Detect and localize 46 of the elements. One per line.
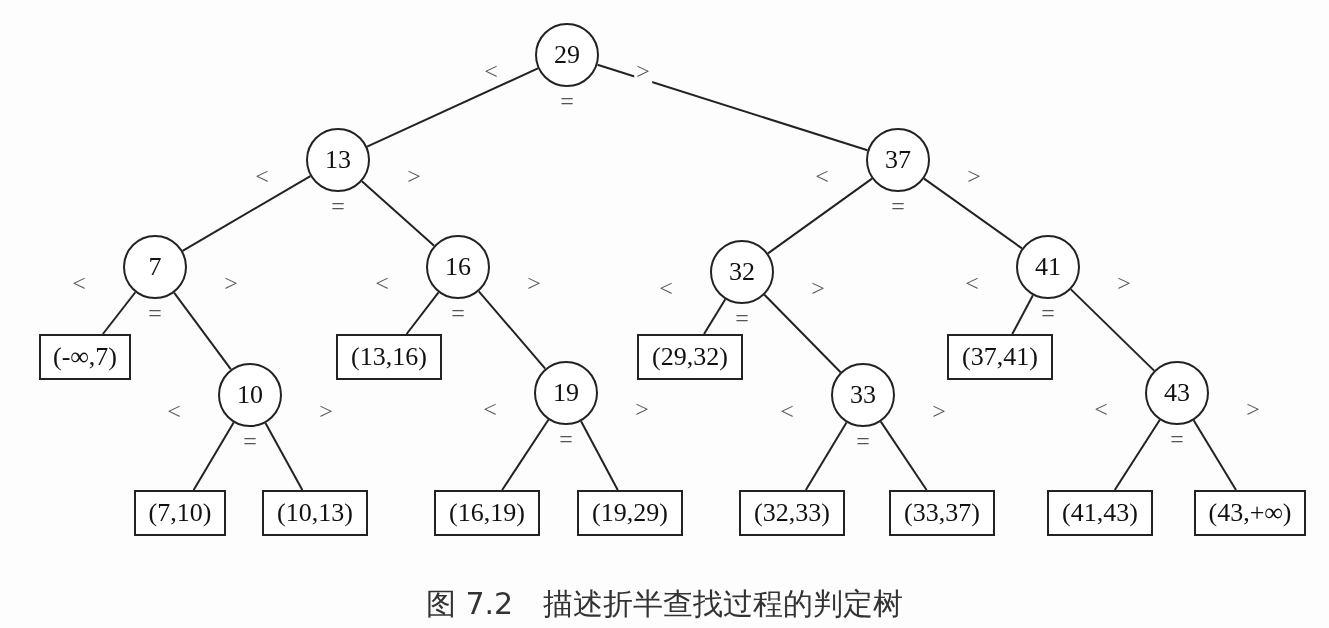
- key-circle: 19: [534, 361, 598, 425]
- interval-box: (19,29): [577, 490, 683, 536]
- interval-box: (10,13): [262, 490, 368, 536]
- tree-edge: [703, 298, 727, 335]
- tree-edge: [173, 291, 232, 371]
- key-circle: 41: [1016, 235, 1080, 299]
- tree-edge: [360, 180, 436, 247]
- tree-edge: [763, 293, 842, 374]
- interval-box: (37,41): [947, 334, 1053, 380]
- interval-box: (33,37): [889, 490, 995, 536]
- key-circle: 43: [1145, 361, 1209, 425]
- tree-edge: [477, 290, 547, 370]
- tree-edge: [596, 63, 869, 152]
- interval-box: (-∞,7): [39, 334, 131, 380]
- tree-edge: [101, 291, 137, 335]
- tree-edge: [804, 421, 848, 491]
- key-circle: 32: [710, 240, 774, 304]
- key-circle: 33: [831, 363, 895, 427]
- tree-edge: [1069, 288, 1156, 372]
- tree-edge: [767, 177, 873, 255]
- tree-edge: [501, 418, 550, 491]
- interval-box: (16,19): [434, 490, 540, 536]
- tree-edge: [879, 420, 928, 491]
- key-circle: 13: [306, 128, 370, 192]
- tree-edge: [181, 175, 312, 252]
- key-circle: 7: [123, 235, 187, 299]
- interval-box: (41,43): [1047, 490, 1153, 536]
- tree-edge: [366, 67, 539, 148]
- interval-box: (29,32): [637, 334, 743, 380]
- interval-box: (7,10): [134, 490, 226, 536]
- key-circle: 10: [218, 363, 282, 427]
- tree-edge: [580, 420, 619, 491]
- tree-edge: [1113, 418, 1161, 491]
- interval-box: (13,16): [336, 334, 442, 380]
- tree-edge: [1192, 419, 1237, 491]
- tree-edge: [405, 291, 440, 335]
- tree-edge: [923, 177, 1023, 250]
- key-circle: 29: [535, 23, 599, 87]
- interval-box: (32,33): [739, 490, 845, 536]
- key-circle: 16: [426, 235, 490, 299]
- tree-edge: [1011, 294, 1034, 335]
- figure-caption: 图 7.2 描述折半查找过程的判定树: [425, 586, 904, 621]
- tree-edge: [192, 421, 235, 491]
- key-circle: 37: [866, 128, 930, 192]
- tree-edge: [264, 422, 304, 491]
- interval-box: (43,+∞): [1194, 490, 1306, 536]
